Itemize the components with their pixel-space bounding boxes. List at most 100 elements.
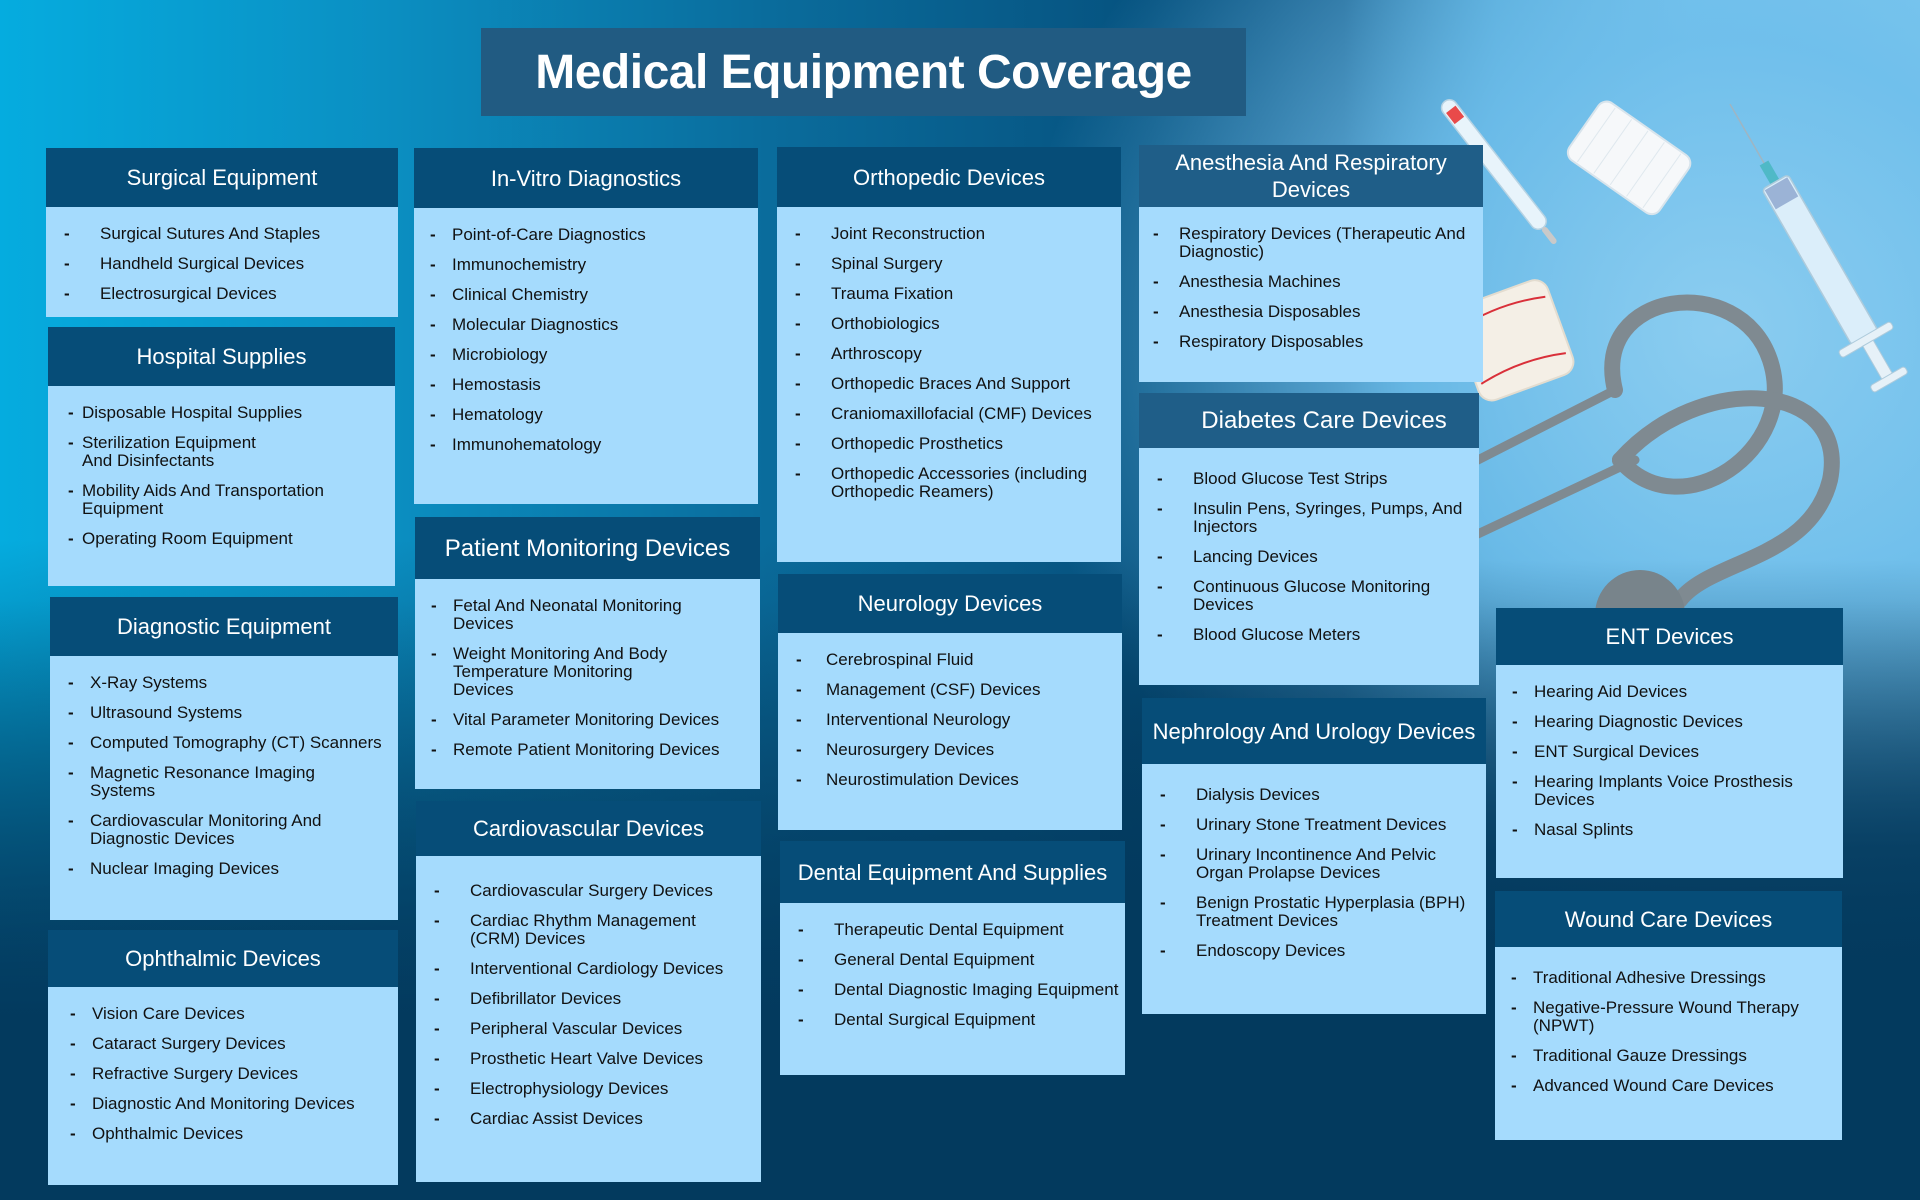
dash-bullet-icon: - xyxy=(434,911,440,930)
list-item: -Surgical Sutures And Staples xyxy=(64,224,321,243)
item-list: -Vision Care Devices -Cataract Surgery D… xyxy=(70,1005,390,1143)
dash-bullet-icon: - xyxy=(430,315,436,334)
category-header: Patient Monitoring Devices xyxy=(415,517,760,579)
category-card-surgical-equipment: Surgical Equipment -Surgical Sutures And… xyxy=(46,148,398,317)
item-list: -Dialysis Devices -Urinary Stone Treatme… xyxy=(1160,786,1478,960)
list-item: -Traditional Adhesive Dressings xyxy=(1511,968,1766,987)
list-item: -Electrosurgical Devices xyxy=(64,284,277,303)
dash-bullet-icon: - xyxy=(798,920,804,939)
list-item: -Ophthalmic Devices xyxy=(70,1124,244,1143)
dash-bullet-icon: - xyxy=(430,285,436,304)
dash-bullet-icon: - xyxy=(434,1109,440,1128)
list-item: -Blood Glucose Meters xyxy=(1157,625,1361,644)
dash-bullet-icon: - xyxy=(70,1094,76,1113)
list-item: -Nuclear Imaging Devices xyxy=(68,859,279,878)
list-item: -Neurostimulation Devices xyxy=(796,770,1019,789)
dash-bullet-icon: - xyxy=(1160,893,1166,912)
category-header: Orthopedic Devices xyxy=(777,147,1121,207)
list-item: -Cerebrospinal Fluid xyxy=(796,650,974,669)
dash-bullet-icon: - xyxy=(795,374,801,393)
category-card-ophthalmic-devices: Ophthalmic Devices -Vision Care Devices … xyxy=(48,930,398,1185)
dash-bullet-icon: - xyxy=(431,644,437,663)
list-item: -Advanced Wound Care Devices xyxy=(1511,1076,1774,1095)
dash-bullet-icon: - xyxy=(795,224,801,243)
dash-bullet-icon: - xyxy=(1160,941,1166,960)
category-body: -Therapeutic Dental Equipment -General D… xyxy=(780,903,1125,1075)
item-list: -Joint Reconstruction -Spinal Surgery -T… xyxy=(795,225,1113,501)
dash-bullet-icon: - xyxy=(68,811,74,830)
dash-bullet-icon: - xyxy=(434,1019,440,1038)
list-item: -Microbiology xyxy=(430,345,548,364)
dash-bullet-icon: - xyxy=(70,1064,76,1083)
category-body: -Traditional Adhesive Dressings -Negativ… xyxy=(1495,947,1842,1140)
dash-bullet-icon: - xyxy=(64,284,70,303)
list-item: -Remote Patient Monitoring Devices xyxy=(431,740,720,759)
dash-bullet-icon: - xyxy=(430,435,436,454)
list-item: -Vision Care Devices xyxy=(70,1004,245,1023)
item-list: -Respiratory Devices (Therapeutic And Di… xyxy=(1153,225,1475,351)
category-header: In-Vitro Diagnostics xyxy=(414,148,758,208)
list-item: -Orthopedic Accessories (including Ortho… xyxy=(795,464,1088,501)
dash-bullet-icon: - xyxy=(1153,224,1159,243)
list-item: -X-Ray Systems xyxy=(68,673,208,692)
dash-bullet-icon: - xyxy=(430,345,436,364)
list-item: -Cataract Surgery Devices xyxy=(70,1034,286,1053)
list-item: -Handheld Surgical Devices xyxy=(64,254,305,273)
list-item: -Endoscopy Devices xyxy=(1160,941,1346,960)
dash-bullet-icon: - xyxy=(70,1124,76,1143)
list-item: -Fetal And Neonatal Monitoring Devices xyxy=(431,596,682,633)
dash-bullet-icon: - xyxy=(68,403,74,422)
category-header: Hospital Supplies xyxy=(48,327,395,386)
category-card-hospital-supplies: Hospital Supplies -Disposable Hospital S… xyxy=(48,327,395,586)
item-list: -Disposable Hospital Supplies -Steriliza… xyxy=(68,404,387,548)
list-item: -Benign Prostatic Hyperplasia (BPH) Trea… xyxy=(1160,893,1466,930)
list-item: -Joint Reconstruction xyxy=(795,224,986,243)
dash-bullet-icon: - xyxy=(431,710,437,729)
dash-bullet-icon: - xyxy=(1511,1076,1517,1095)
list-item: -Weight Monitoring And Body Temperature … xyxy=(431,644,668,699)
dash-bullet-icon: - xyxy=(430,225,436,244)
dash-bullet-icon: - xyxy=(68,733,74,752)
list-item: -Electrophysiology Devices xyxy=(434,1079,669,1098)
dash-bullet-icon: - xyxy=(798,980,804,999)
dash-bullet-icon: - xyxy=(434,881,440,900)
category-card-dental-equipment-and-supplies: Dental Equipment And Supplies -Therapeut… xyxy=(780,841,1125,1075)
list-item: -Molecular Diagnostics xyxy=(430,315,619,334)
list-item: -Respiratory Devices (Therapeutic And Di… xyxy=(1153,224,1466,261)
list-item: -Urinary Incontinence And Pelvic Organ P… xyxy=(1160,845,1437,882)
dash-bullet-icon: - xyxy=(1157,625,1163,644)
dash-bullet-icon: - xyxy=(796,650,802,669)
category-body: -Respiratory Devices (Therapeutic And Di… xyxy=(1139,207,1483,382)
list-item: -Operating Room Equipment xyxy=(68,529,293,548)
dash-bullet-icon: - xyxy=(68,529,74,548)
list-item: -Mobility Aids And Transportation Equipm… xyxy=(68,481,324,518)
list-item: -Defibrillator Devices xyxy=(434,989,622,1008)
list-item: -Magnetic Resonance Imaging Systems xyxy=(68,763,315,800)
dash-bullet-icon: - xyxy=(1157,469,1163,488)
category-header: Diabetes Care Devices xyxy=(1139,393,1479,448)
dash-bullet-icon: - xyxy=(1153,272,1159,291)
list-item: -Cardiac Rhythm Management (CRM) Devices xyxy=(434,911,696,948)
category-card-cardiovascular-devices: Cardiovascular Devices -Cardiovascular S… xyxy=(416,801,761,1182)
list-item: -Computed Tomography (CT) Scanners xyxy=(68,733,382,752)
list-item: -Hearing Aid Devices xyxy=(1512,682,1688,701)
category-card-ent-devices: ENT Devices -Hearing Aid Devices -Hearin… xyxy=(1496,608,1843,878)
list-item: -ENT Surgical Devices xyxy=(1512,742,1700,761)
category-header: ENT Devices xyxy=(1496,608,1843,665)
category-card-wound-care-devices: Wound Care Devices -Traditional Adhesive… xyxy=(1495,891,1842,1140)
list-item: -Therapeutic Dental Equipment xyxy=(798,920,1064,939)
list-item: -Dental Diagnostic Imaging Equipment xyxy=(798,980,1119,999)
dash-bullet-icon: - xyxy=(798,950,804,969)
dash-bullet-icon: - xyxy=(1511,968,1517,987)
dash-bullet-icon: - xyxy=(1153,332,1159,351)
dash-bullet-icon: - xyxy=(795,434,801,453)
category-card-diagnostic-equipment: Diagnostic Equipment -X-Ray Systems -Ult… xyxy=(50,597,398,920)
category-card-orthopedic-devices: Orthopedic Devices -Joint Reconstruction… xyxy=(777,147,1121,562)
dash-bullet-icon: - xyxy=(430,405,436,424)
dash-bullet-icon: - xyxy=(68,673,74,692)
category-card-nephrology-and-urology-devices: Nephrology And Urology Devices -Dialysis… xyxy=(1142,698,1486,1014)
list-item: -Interventional Cardiology Devices xyxy=(434,959,724,978)
category-card-neurology-devices: Neurology Devices -Cerebrospinal Fluid -… xyxy=(778,574,1122,830)
category-header: Cardiovascular Devices xyxy=(416,801,761,856)
dash-bullet-icon: - xyxy=(795,254,801,273)
